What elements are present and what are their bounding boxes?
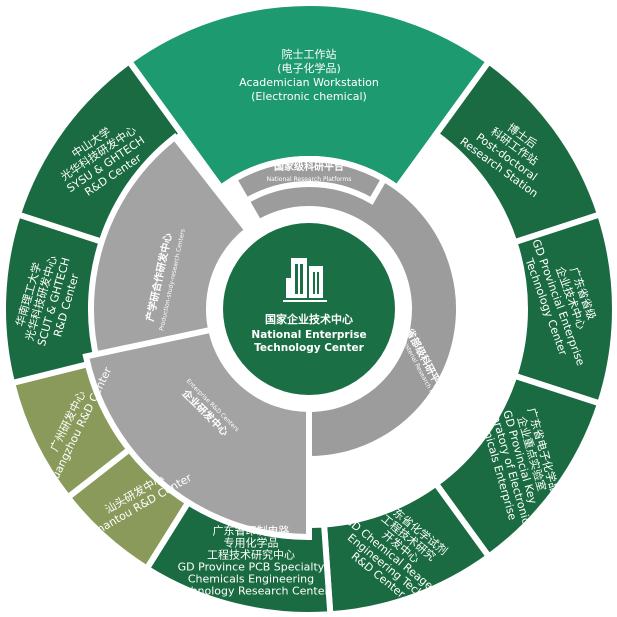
outer-label-pcb-line: 工程技术研究中心: [207, 547, 295, 561]
band-segment-national: [229, 156, 389, 205]
center-title-en-2: Technology Center: [254, 342, 365, 354]
outer-label-pcb-line: 专用化学品: [223, 535, 278, 549]
outer-label-academician-line: (Electronic chemical): [251, 90, 367, 103]
center-title-en-1: National Enterprise: [251, 329, 366, 341]
center-circle: [223, 223, 395, 395]
center-title-cn: 国家企业技术中心: [265, 312, 353, 326]
building-icon: [283, 258, 327, 302]
outer-label-academician-line: Academician Workstation: [239, 76, 379, 89]
band-label-national-en: National Research Platforms: [267, 176, 352, 183]
outer-label-pcb-line: GD Province PCB Specialty: [178, 560, 325, 573]
outer-label-academician-line: 院士工作站: [282, 47, 337, 61]
band-label-national-cn: 国家级科研平台: [274, 160, 344, 173]
outer-label-academician-line: (电子化学品): [277, 61, 341, 75]
outer-label-pcb-line: 广东省印制电路: [212, 524, 289, 537]
outer-label-pcb-line: Chemicals Engineering: [188, 572, 314, 585]
outer-label-pcb-line: Technology Research Center: [172, 584, 330, 597]
outer-label-academician: 院士工作站(电子化学品)Academician Workstation(Elec…: [239, 47, 379, 103]
band-segment-provincial: [229, 156, 462, 463]
middle-sector-enterprise-rd: [82, 326, 312, 541]
